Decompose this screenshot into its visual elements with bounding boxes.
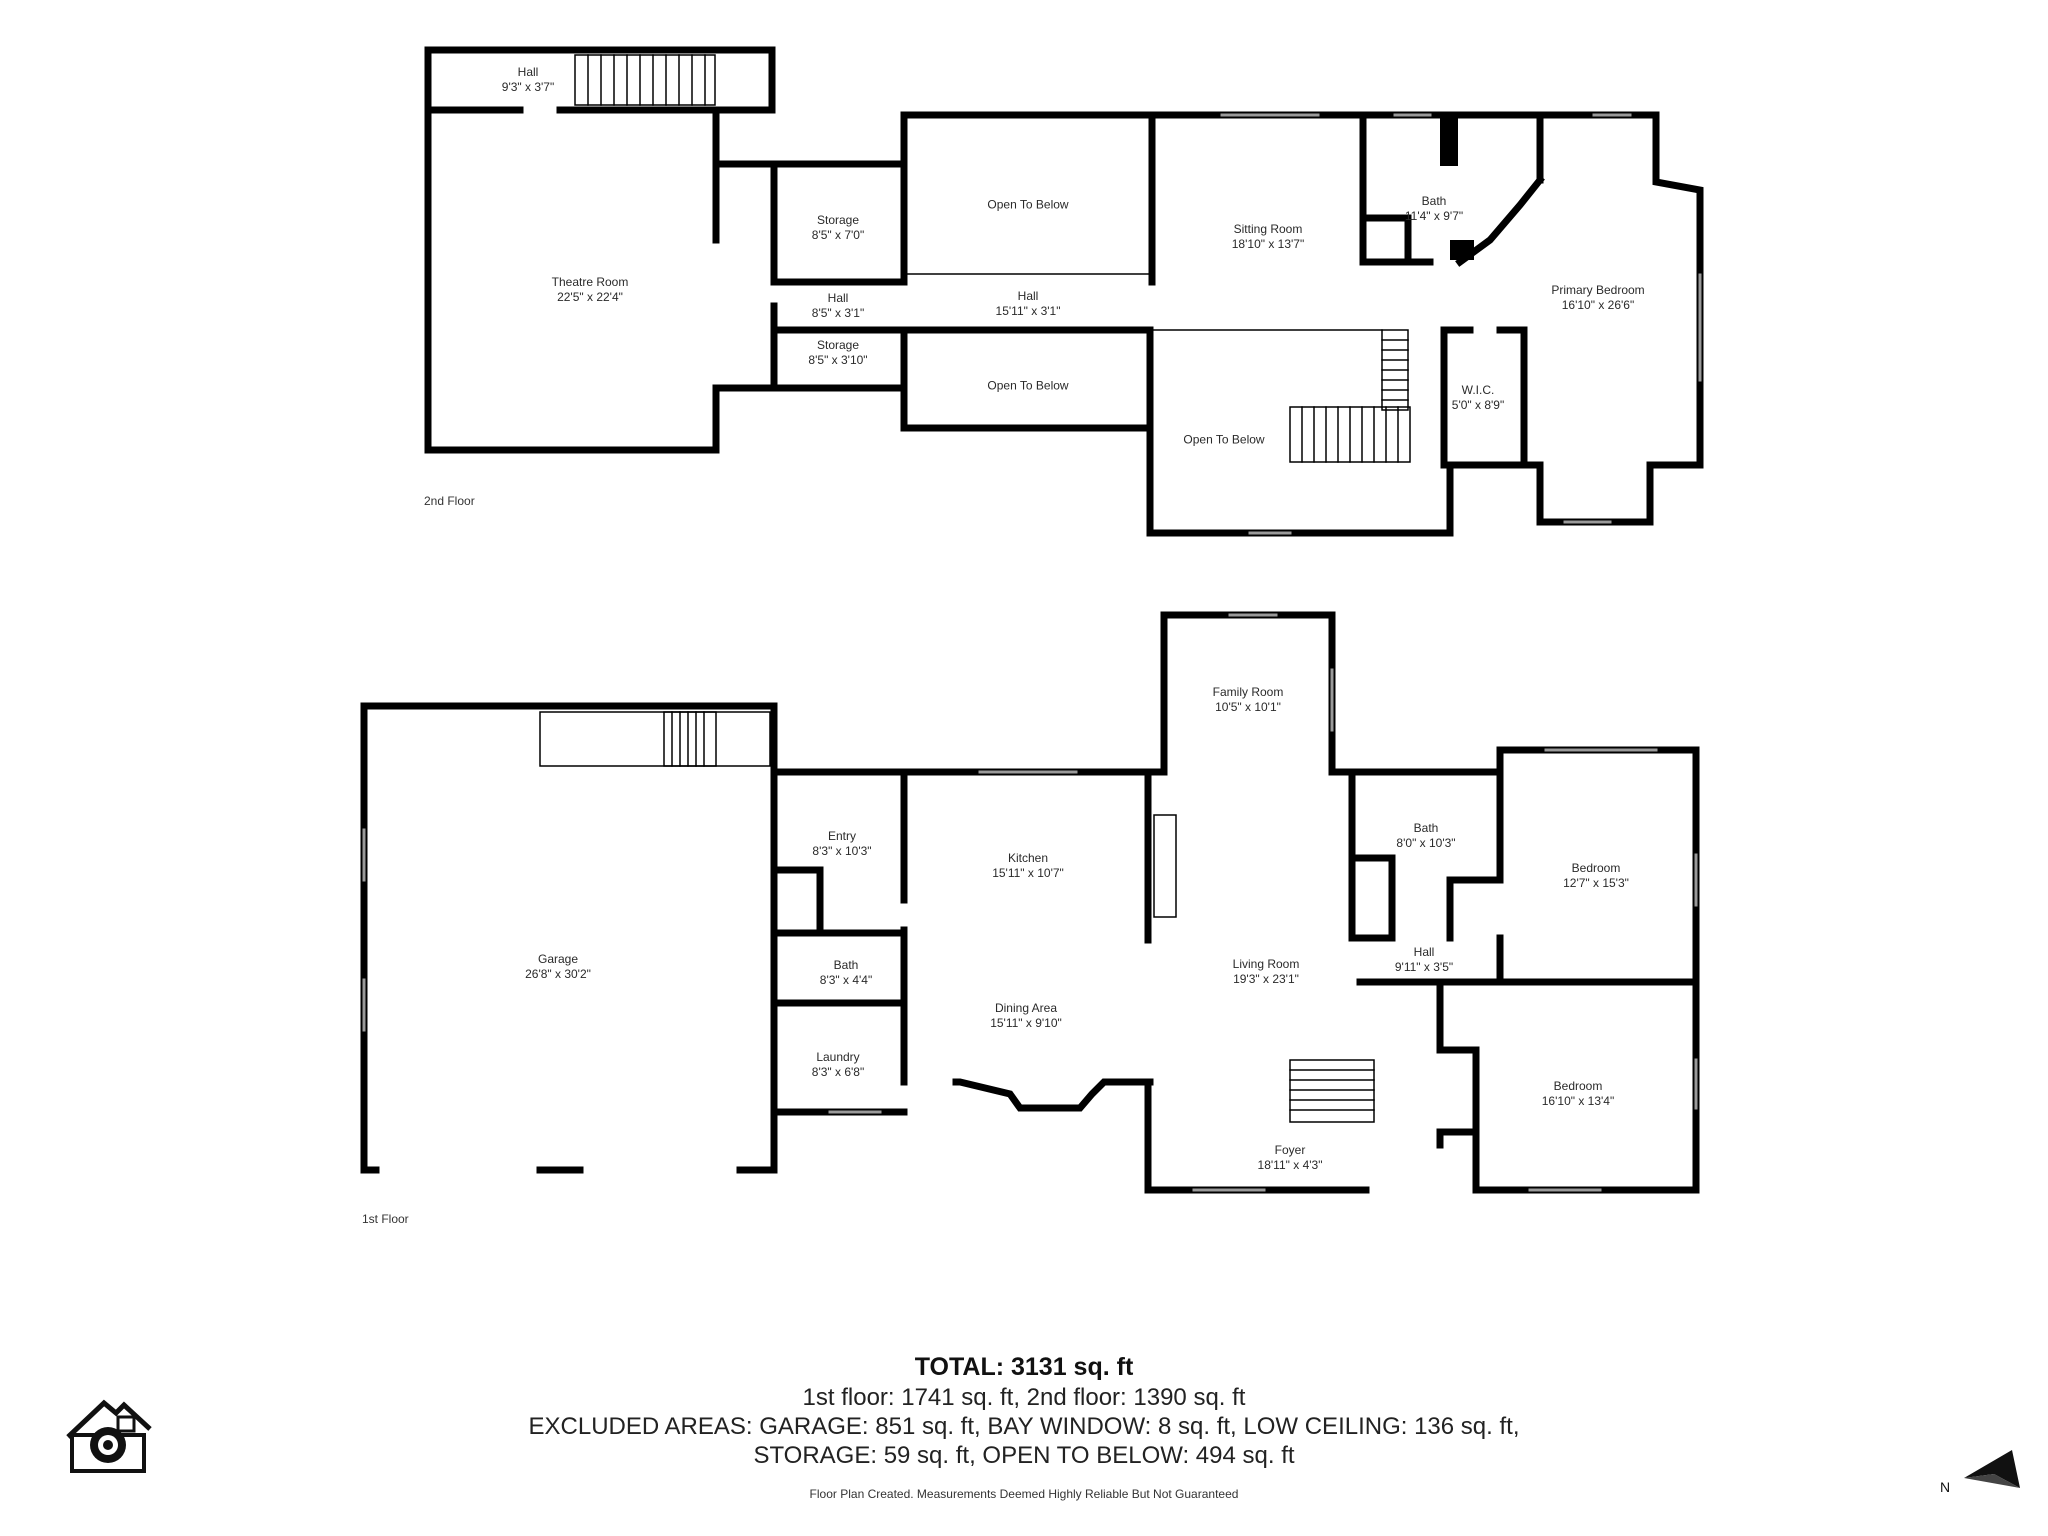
room-name: Primary Bedroom (1551, 283, 1645, 297)
room-name: Storage (816, 213, 860, 227)
compass-letter: N (1940, 1479, 1950, 1495)
total-area: TOTAL: 3131 sq. ft (914, 1353, 1134, 1381)
excluded-areas-2: STORAGE: 59 sq. ft, OPEN TO BELOW: 494 s… (753, 1442, 1295, 1469)
room-name: Entry (827, 829, 857, 843)
room-dimensions: 8'0" x 10'3" (1396, 836, 1456, 850)
room-dimensions: 9'11" x 3'5" (1394, 960, 1454, 974)
room-dimensions: 8'5" x 3'10" (808, 353, 868, 367)
room-name: Garage (537, 952, 579, 966)
chimney-block (1440, 118, 1474, 260)
room-dimensions: 10'5" x 10'1" (1215, 700, 1281, 714)
room-label-hall-top: Hall 9'3" x 3'7" (502, 65, 554, 95)
room-dimensions: 5'0" x 8'9" (1451, 398, 1505, 412)
first-floor-stairs (539, 711, 1375, 1123)
room-dimensions: 19'3" x 23'1" (1233, 972, 1299, 986)
north-arrow-icon: N (1940, 1450, 2020, 1495)
room-dimensions: 16'10" x 13'4" (1541, 1094, 1615, 1108)
room-label-garage: Garage 26'8" x 30'2" (525, 952, 591, 982)
room-dimensions: 8'5" x 3'1" (811, 306, 865, 320)
room-label-open-2: Open To Below (987, 379, 1068, 394)
room-name: Open To Below (987, 197, 1069, 212)
room-label-hall-long: Hall 15'11" x 3'1" (996, 289, 1061, 319)
room-label-bedroom-1: Bedroom 12'7" x 15'3" (1563, 861, 1629, 891)
room-name: Hall (1017, 289, 1039, 303)
second-floor-label: 2nd Floor (424, 494, 475, 508)
room-name: Bedroom (1553, 1079, 1603, 1093)
room-name: Dining Area (994, 1001, 1058, 1015)
first-floor-label: 1st Floor (362, 1212, 409, 1226)
second-floor-walls (424, 46, 1704, 537)
window-marks (362, 113, 1702, 1192)
room-name: Foyer (1274, 1143, 1306, 1157)
disclaimer-text: Floor Plan Created. Measurements Deemed … (809, 1487, 1239, 1501)
room-label-bath-down: Bath 8'0" x 10'3" (1396, 821, 1455, 851)
room-dimensions: 15'11" x 3'1" (995, 304, 1061, 318)
room-name: Theatre Room (551, 275, 629, 289)
room-dimensions: 8'3" x 4'4" (819, 973, 873, 987)
room-dimensions: 22'5" x 22'4" (557, 290, 623, 304)
room-name: Hall (1413, 945, 1435, 959)
room-label-hall-down: Hall 9'11" x 3'5" (1395, 945, 1453, 975)
room-name: Kitchen (1007, 851, 1049, 865)
room-label-living: Living Room 19'3" x 23'1" (1233, 957, 1300, 987)
second-floor-stairs (574, 54, 1411, 463)
area-summary: TOTAL: 3131 sq. ft 1st floor: 1741 sq. f… (0, 1352, 2048, 1470)
room-name: Bath (1421, 194, 1447, 208)
room-name: Storage (816, 338, 860, 352)
room-label-storage-2: Storage 8'5" x 3'10" (808, 338, 867, 368)
floor-areas: 1st floor: 1741 sq. ft, 2nd floor: 1390 … (802, 1384, 1246, 1411)
room-name: Family Room (1212, 685, 1284, 699)
room-dimensions: 18'10" x 13'7" (1231, 237, 1305, 251)
room-dimensions: 15'11" x 10'7" (992, 866, 1064, 880)
room-label-open-3: Open To Below (1183, 433, 1264, 448)
room-label-foyer: Foyer 18'11" x 4'3" (1258, 1143, 1323, 1173)
excluded-areas-1: EXCLUDED AREAS: GARAGE: 851 sq. ft, BAY … (528, 1413, 1520, 1440)
room-dimensions: 8'3" x 10'3" (812, 844, 872, 858)
room-dimensions: 12'7" x 15'3" (1563, 876, 1629, 890)
room-dimensions: 8'5" x 7'0" (811, 228, 865, 242)
room-dimensions: 15'11" x 9'10" (990, 1016, 1062, 1030)
room-label-theatre: Theatre Room 22'5" x 22'4" (552, 275, 629, 305)
room-name: Hall (517, 65, 539, 79)
room-dimensions: 8'3" x 6'8" (811, 1065, 865, 1079)
room-name: Open To Below (1183, 432, 1265, 447)
room-dimensions: 11'4" x 9'7" (1404, 209, 1464, 223)
room-dimensions: 26'8" x 30'2" (525, 967, 591, 981)
room-label-laundry: Laundry 8'3" x 6'8" (812, 1050, 864, 1080)
room-name: Laundry (816, 1050, 860, 1064)
room-name: Open To Below (987, 378, 1069, 393)
room-label-wic: W.I.C. 5'0" x 8'9" (1452, 383, 1504, 413)
room-label-sitting: Sitting Room 18'10" x 13'7" (1232, 222, 1305, 252)
room-label-family: Family Room 10'5" x 10'1" (1213, 685, 1284, 715)
room-name: Hall (827, 291, 849, 305)
room-label-bedroom-2: Bedroom 16'10" x 13'4" (1542, 1079, 1615, 1109)
room-label-primary: Primary Bedroom 16'10" x 26'6" (1551, 283, 1644, 313)
room-label-hall-small: Hall 8'5" x 3'1" (812, 291, 864, 321)
room-dimensions: 9'3" x 3'7" (501, 80, 555, 94)
room-label-dining: Dining Area 15'11" x 9'10" (990, 1001, 1062, 1031)
room-dimensions: 16'10" x 26'6" (1561, 298, 1635, 312)
room-name: Sitting Room (1233, 222, 1303, 236)
room-label-bath-up: Bath 11'4" x 9'7" (1405, 194, 1463, 224)
room-dimensions: 18'11" x 4'3" (1257, 1158, 1323, 1172)
first-floor-walls (360, 611, 1700, 1194)
room-name: W.I.C. (1461, 383, 1495, 397)
room-name: Bath (833, 958, 859, 972)
room-name: Bedroom (1571, 861, 1621, 875)
room-label-open-1: Open To Below (987, 198, 1068, 213)
house-camera-logo-icon (66, 1399, 152, 1473)
room-label-kitchen: Kitchen 15'11" x 10'7" (992, 851, 1064, 881)
room-label-entry: Entry 8'3" x 10'3" (812, 829, 871, 859)
room-label-bath-small: Bath 8'3" x 4'4" (820, 958, 872, 988)
room-name: Living Room (1232, 957, 1300, 971)
room-name: Bath (1413, 821, 1439, 835)
room-label-storage-1: Storage 8'5" x 7'0" (812, 213, 864, 243)
